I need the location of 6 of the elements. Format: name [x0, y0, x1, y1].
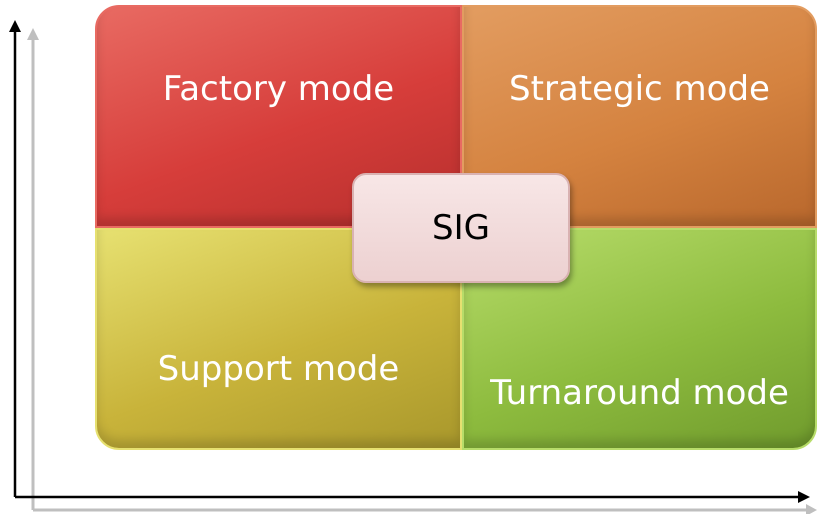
quadrant-label: Factory mode [162, 69, 394, 110]
center-box [352, 173, 570, 283]
quadrant-label: Support mode [158, 349, 400, 390]
center-label: SIG [432, 208, 490, 248]
quadrant-label: Turnaround mode [490, 373, 789, 414]
quadrant-label: Strategic mode [509, 69, 770, 110]
